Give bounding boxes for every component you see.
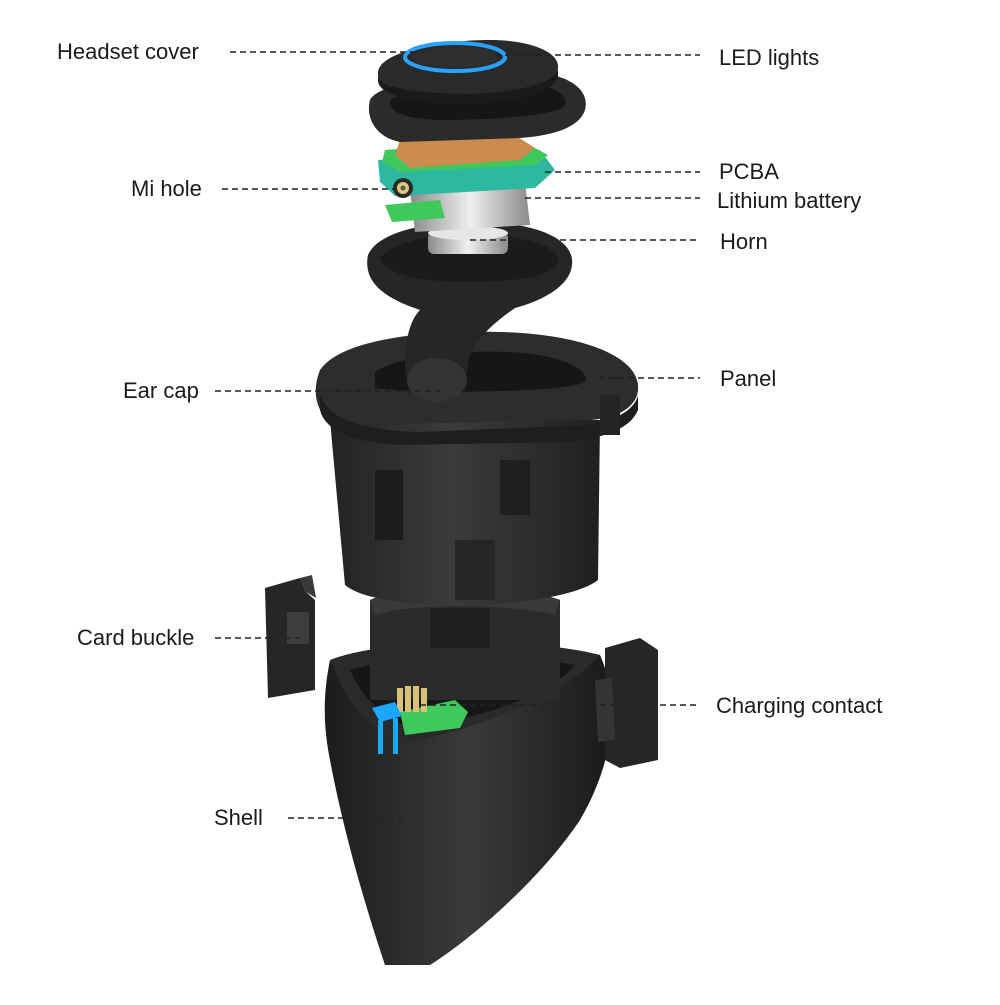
label-headset-cover: Headset cover <box>57 39 199 64</box>
charging-contact-part <box>372 686 468 754</box>
inner-frame-part <box>370 588 560 700</box>
card-buckle-right-part <box>595 638 658 768</box>
ear-cap-part <box>367 221 573 402</box>
label-shell: Shell <box>214 805 263 830</box>
lithium-battery-part <box>385 182 530 232</box>
headset-cover-part <box>377 40 559 104</box>
leader-lines <box>215 51 700 819</box>
label-card-buckle: Card buckle <box>77 625 195 650</box>
label-charging-contact: Charging contact <box>716 693 883 718</box>
led-ring-icon <box>403 41 507 73</box>
label-led-lights: LED lights <box>719 45 820 70</box>
label-horn: Horn <box>720 229 768 254</box>
label-panel: Panel <box>720 366 777 391</box>
label-mi-hole: Mi hole <box>131 176 202 201</box>
label-pcba: PCBA <box>719 159 779 184</box>
label-lithium-battery: Lithium battery <box>717 188 862 213</box>
main-body-part <box>330 420 600 606</box>
label-ear-cap: Ear cap <box>123 378 199 403</box>
card-buckle-left-part <box>265 575 316 698</box>
